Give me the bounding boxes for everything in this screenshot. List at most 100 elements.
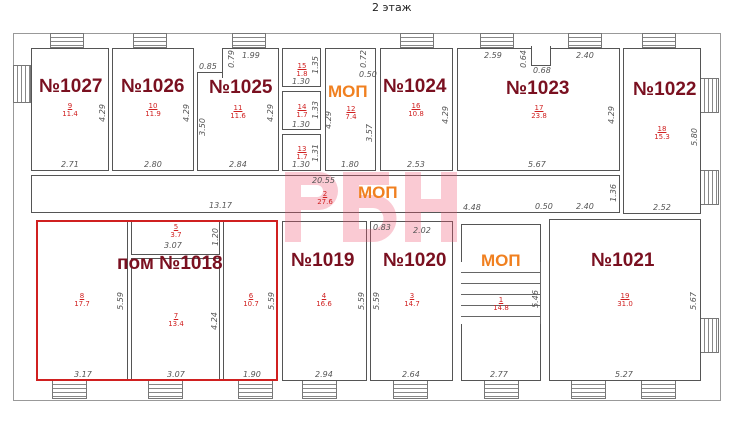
dimension: 1.30 [292,120,310,129]
room-6[interactable] [223,221,278,381]
dimension: 2.52 [653,203,671,212]
dimension: 2.80 [144,160,162,169]
window [480,33,514,48]
dimension: 0.79 [226,50,236,68]
window [400,33,434,48]
room-1021[interactable] [549,219,701,381]
room-1022[interactable] [623,48,701,214]
dimension: 13.17 [209,201,232,210]
window [568,33,602,48]
window [232,33,266,48]
room-1023-notch [531,46,551,66]
watermark-logo [285,172,457,242]
room-1019[interactable] [282,221,367,381]
window [13,65,31,103]
dimension: 0.64 [518,50,528,68]
corridor[interactable] [31,175,620,213]
watermark-letter-b [343,172,397,242]
dimension: 5.59 [115,292,125,310]
dimension: 5.67 [528,160,546,169]
room-1026[interactable] [112,48,194,171]
room-label: №1020 [383,250,447,271]
dimension: 3.07 [164,241,182,250]
building-outline [13,33,721,401]
room-1025-notch [222,48,279,78]
dimension: 2.64 [402,370,420,379]
room-label: МОП [481,251,521,270]
dimension: 20.55 [312,176,335,185]
room-label: пом №1018 [117,253,223,274]
dimension: 2.53 [407,160,425,169]
dimension: 0.50 [359,70,377,79]
room-label: №1026 [121,76,185,97]
stairs-icon [461,262,541,324]
room-label: №1024 [383,76,447,97]
dimension: 4.29 [97,104,107,122]
watermark-letter-n [405,172,457,242]
room-label: №1023 [506,78,570,99]
dimension: 0.50 [535,202,553,211]
room-14[interactable] [282,91,321,130]
window [484,380,519,399]
dimension: 4.48 [463,203,481,212]
room-1023[interactable] [457,48,620,171]
window [700,78,719,113]
room-1024[interactable] [380,48,453,171]
window [302,380,337,399]
window [393,380,428,399]
floor-title: 2 этаж [372,1,412,14]
dimension: 5.59 [356,292,366,310]
room-label: №1022 [633,79,697,100]
room-1018-highlight[interactable] [36,220,278,381]
dimension: 5.27 [615,370,633,379]
dimension: 1.99 [242,51,260,60]
window [238,380,273,399]
room-13[interactable] [282,134,321,171]
room-15[interactable] [282,48,321,87]
dimension: 4.29 [323,111,333,129]
room-label: МОП [358,183,398,202]
window [641,380,676,399]
dimension: 2.02 [413,226,431,235]
dimension: 1.33 [310,101,320,119]
dimension: 4.29 [440,106,450,124]
dimension: 5.80 [689,128,699,146]
room-label: №1027 [39,76,103,97]
room-1025[interactable] [197,72,279,171]
dimension: 0.68 [533,66,551,75]
room-12[interactable] [325,48,376,171]
dimension: 1.31 [310,144,320,162]
window [700,170,719,205]
dimension: 3.07 [167,370,185,379]
dimension: 0.85 [199,62,217,71]
watermark-letter-r [285,172,338,242]
dimension: 0.72 [358,50,368,68]
room-1020[interactable] [370,221,453,381]
dimension: 1.35 [310,56,320,74]
dimension: 4.29 [265,104,275,122]
room-1027[interactable] [31,48,109,171]
window [571,380,606,399]
dimension: 1.36 [608,184,618,202]
dimension: 1.80 [341,160,359,169]
window [52,380,87,399]
room-7[interactable] [131,258,220,381]
dimension: 2.40 [576,202,594,211]
dimension: 2.59 [484,51,502,60]
window [148,380,183,399]
dimension: 3.57 [364,124,374,142]
